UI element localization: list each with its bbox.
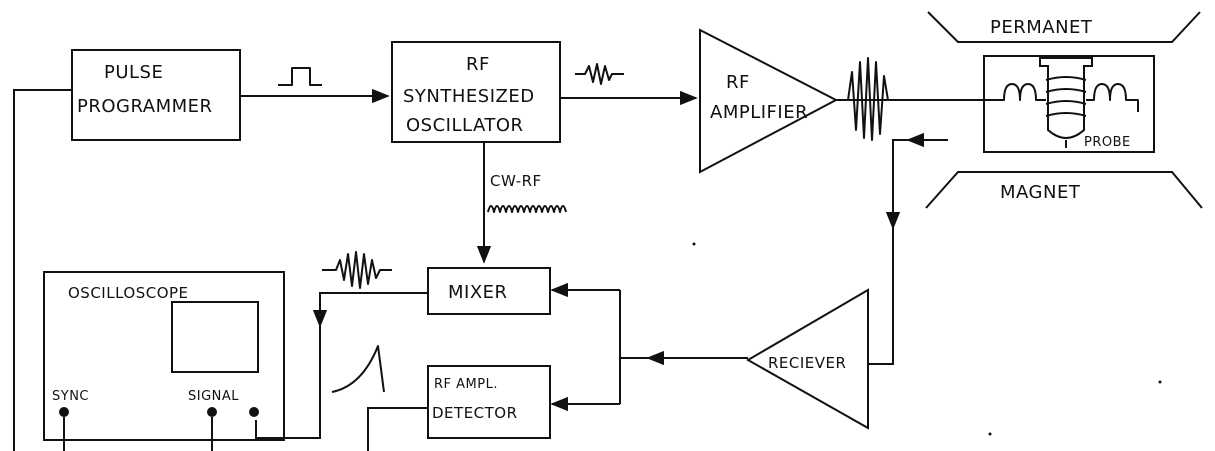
mixer-box: [427, 267, 551, 315]
rf-oscillator-label-1: RF: [466, 54, 490, 75]
mixer-output-waveform: [322, 251, 392, 289]
cw-rf-label: CW-RF: [490, 172, 542, 190]
mixer-label: MIXER: [448, 282, 508, 303]
pulse-programmer-label-2: PROGRAMMER: [77, 96, 213, 117]
rf-oscillator-label-2: SYNTHESIZED: [403, 86, 535, 107]
wire-detector-output: [367, 407, 428, 451]
right-inductor-coil: [1086, 83, 1139, 112]
oscilloscope-screen: [171, 301, 259, 373]
left-inductor-coil: [996, 83, 1046, 101]
cw-rf-waveform: [487, 205, 567, 213]
receiver-triangle: [745, 288, 869, 430]
sync-label: SYNC: [52, 389, 89, 404]
oscilloscope-label: OSCILLOSCOPE: [68, 284, 189, 302]
detector-label-2: DETECTOR: [432, 404, 518, 422]
rf-amplifier-triangle: [699, 28, 839, 174]
magnet-top-pole: [927, 11, 1201, 43]
stray-dot: [1158, 380, 1162, 384]
stray-dot: [692, 242, 696, 246]
stray-dot: [988, 432, 992, 436]
rf-pulse-waveform-1: [575, 63, 624, 85]
probe-coil: [1045, 76, 1087, 117]
rf-amplifier-label-2: AMPLIFIER: [710, 102, 808, 123]
receiver-label: RECIEVER: [768, 354, 846, 372]
signal-label: SIGNAL: [188, 389, 239, 404]
detector-box: [427, 365, 551, 439]
probe-box: [983, 55, 1155, 153]
rf-amplifier-label-1: RF: [726, 72, 750, 93]
magnet-bottom-label: MAGNET: [1000, 182, 1081, 203]
magnet-top-label: PERMANET: [990, 17, 1093, 38]
sync-terminal: [59, 407, 69, 417]
oscilloscope-box: [43, 271, 285, 441]
signal-terminal-1: [207, 407, 217, 417]
rf-oscillator-label-3: OSCILLATOR: [406, 115, 524, 136]
sample-tube: [1039, 57, 1093, 139]
wire-mixer-to-scope: [255, 292, 428, 439]
pulse-programmer-label-1: PULSE: [104, 62, 163, 83]
detector-envelope-waveform: [331, 345, 385, 393]
magnet-bottom-pole: [925, 171, 1203, 209]
wire-probe-to-receiver: [868, 139, 948, 365]
wire-programmer-sync-line: [13, 89, 72, 451]
square-pulse-waveform: [278, 67, 322, 86]
detector-label-1: RF AMPL.: [434, 377, 498, 392]
signal-terminal-2: [249, 407, 259, 417]
rf-oscillator-box: [391, 41, 561, 143]
probe-label: PROBE: [1084, 135, 1131, 150]
amplified-rf-pulse-waveform: [838, 57, 894, 141]
